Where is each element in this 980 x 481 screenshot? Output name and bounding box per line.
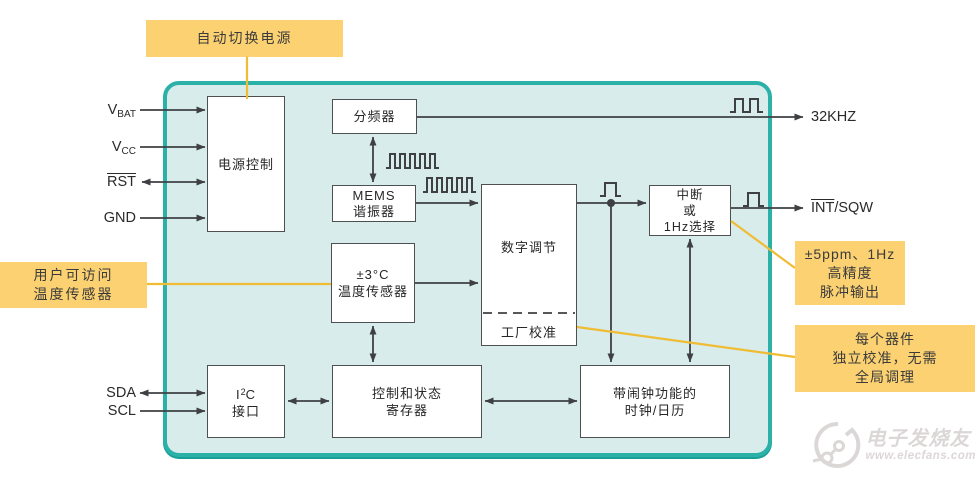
callout-auto-power: 自动切换电源 <box>146 20 343 57</box>
block-temperature-sensor: ±3°C 温度传感器 <box>331 243 415 323</box>
block-mems-resonator: MEMS 谐振器 <box>332 185 416 222</box>
callout-text: 自动切换电源 <box>196 30 293 46</box>
callout-line1: 用户可访问 <box>33 267 114 283</box>
block-clock-calendar-alarm: 带闹钟功能的 时钟/日历 <box>580 365 730 438</box>
callout-line1: ±5ppm、1Hz <box>804 245 896 262</box>
block-label-line3: 1Hz选择 <box>663 219 717 234</box>
block-label-line2: 寄存器 <box>385 402 428 418</box>
elecfans-logo-icon <box>812 421 860 468</box>
block-label: 电源控制 <box>217 156 274 172</box>
callout-user-temp-sensor: 用户可访问 温度传感器 <box>0 262 147 308</box>
callout-line1: 每个器件 <box>855 331 915 347</box>
callout-per-device-calibration: 每个器件 独立校准，无需 全局调理 <box>795 325 975 392</box>
watermark-url: www.elecfans.com <box>865 449 976 462</box>
block-control-status-registers: 控制和状态 寄存器 <box>332 365 482 438</box>
watermark: 电子发烧友 www.elecfans.com <box>812 417 976 473</box>
block-label-line2: 谐振器 <box>352 203 395 219</box>
pin-label-scl: SCL <box>107 403 136 419</box>
pin-main: V <box>107 102 118 118</box>
callout-line2: 温度传感器 <box>33 286 114 302</box>
int-part: INT <box>811 200 835 216</box>
i2c-main: I <box>235 386 241 402</box>
pin-label-gnd: GND <box>103 210 136 226</box>
watermark-text: 电子发烧友 www.elecfans.com <box>866 428 976 463</box>
callout-line3: 脉冲输出 <box>820 283 880 300</box>
block-label-line2: 时钟/日历 <box>624 402 686 418</box>
block-i2c-interface: I2C 接口 <box>207 365 285 438</box>
block-label-line2: 或 <box>683 203 697 218</box>
block-label-line1: ±3°C <box>356 267 390 282</box>
pin-sub: CC <box>121 146 136 157</box>
block-label-line1: I2C <box>236 384 256 403</box>
callout-line2: 高精度 <box>827 264 873 281</box>
watermark-title: 电子发烧友 <box>865 427 971 450</box>
callout-precision-output: ±5ppm、1Hz 高精度 脉冲输出 <box>795 241 905 305</box>
block-label-line1: 控制和状态 <box>371 385 442 401</box>
block-power-control: 电源控制 <box>207 96 285 232</box>
output-label-int-sqw: INT/SQW <box>811 198 873 218</box>
block-frequency-divider: 分频器 <box>332 99 417 134</box>
block-digital-adjust: 数字调节 工厂校准 <box>481 184 577 346</box>
output-label-32khz: 32KHZ <box>811 109 857 125</box>
callout-line3: 全局调理 <box>855 369 915 385</box>
block-label-line1: 带闹钟功能的 <box>612 385 697 401</box>
block-interrupt-1hz-select: 中断 或 1Hz选择 <box>649 185 731 236</box>
callout-line2: 独立校准，无需 <box>832 350 938 366</box>
pin-main: RST <box>107 174 136 190</box>
pin-sub: BAT <box>117 109 136 120</box>
pin-label-sda: SDA <box>106 385 136 401</box>
pin-label-rst: RST <box>58 172 136 192</box>
block-label-line1: MEMS <box>352 187 396 203</box>
block-label-line2: 接口 <box>231 403 260 419</box>
i2c-tail: C <box>245 386 257 402</box>
i2c-sup: 2 <box>240 386 246 397</box>
block-label: 数字调节 <box>500 240 557 255</box>
block-label-line2: 温度传感器 <box>337 284 408 299</box>
block-label-line1: 中断 <box>676 187 704 202</box>
sqw-part: /SQW <box>834 200 874 216</box>
pin-main: V <box>111 139 122 155</box>
block-label: 分频器 <box>353 109 396 124</box>
factory-calibration-label: 工厂校准 <box>500 325 557 340</box>
pin-label-vcc: VCC <box>58 137 136 157</box>
pin-label-vbat: VBAT <box>58 100 136 120</box>
